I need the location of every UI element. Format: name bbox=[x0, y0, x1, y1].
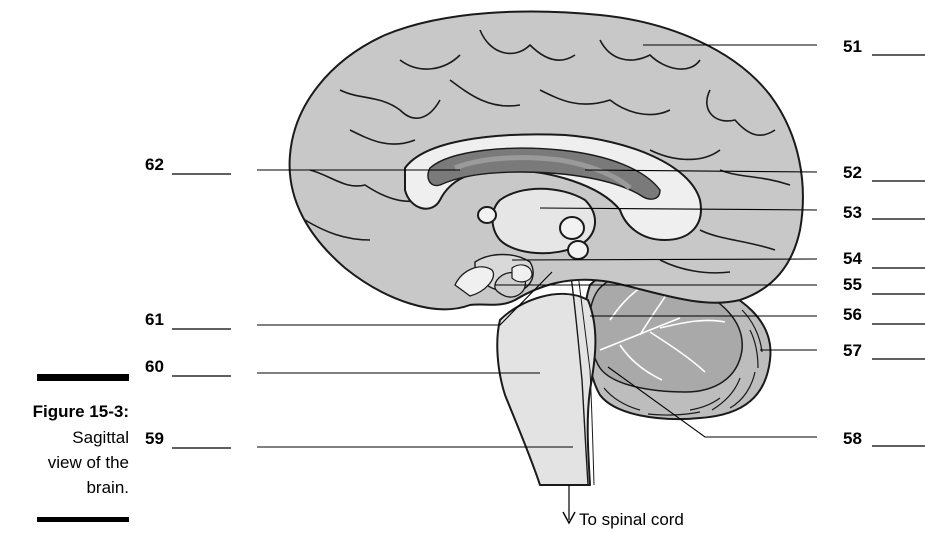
label-57-number: 57 bbox=[843, 341, 862, 360]
pineal-gland bbox=[560, 217, 584, 239]
superior-colliculus bbox=[568, 241, 588, 259]
label-55: 55 bbox=[843, 275, 925, 294]
label-58: 58 bbox=[843, 429, 925, 448]
mammillary-body bbox=[512, 265, 532, 282]
caption-line-3: brain. bbox=[86, 478, 129, 497]
label-54-number: 54 bbox=[843, 249, 862, 268]
label-59: 59 bbox=[145, 429, 231, 448]
label-51: 51 bbox=[843, 37, 925, 56]
label-60-number: 60 bbox=[145, 357, 164, 376]
label-53: 53 bbox=[843, 203, 925, 222]
label-54: 54 bbox=[843, 249, 925, 268]
caption-bottom-rule bbox=[37, 517, 129, 522]
caption-line-2: view of the bbox=[48, 453, 129, 472]
caption-line-1: Sagittal bbox=[72, 428, 129, 447]
label-53-number: 53 bbox=[843, 203, 862, 222]
label-55-number: 55 bbox=[843, 275, 862, 294]
figure-caption: Figure 15-3: Sagittal view of the brain. bbox=[33, 374, 129, 522]
anterior-commissure bbox=[478, 207, 496, 223]
label-52: 52 bbox=[843, 163, 925, 182]
brainstem bbox=[497, 294, 595, 485]
label-62: 62 bbox=[145, 155, 231, 174]
label-52-number: 52 bbox=[843, 163, 862, 182]
label-56: 56 bbox=[843, 305, 925, 324]
figure-number: Figure 15-3: bbox=[33, 402, 129, 421]
brain-illustration bbox=[290, 12, 803, 485]
label-51-number: 51 bbox=[843, 37, 862, 56]
caption-top-rule bbox=[37, 374, 129, 381]
spinal-cord-label: To spinal cord bbox=[579, 510, 684, 529]
label-60: 60 bbox=[145, 357, 231, 376]
label-56-number: 56 bbox=[843, 305, 862, 324]
label-58-number: 58 bbox=[843, 429, 862, 448]
label-59-number: 59 bbox=[145, 429, 164, 448]
spinal-cord-arrow: To spinal cord bbox=[563, 485, 684, 529]
label-61: 61 bbox=[145, 310, 231, 329]
label-62-number: 62 bbox=[145, 155, 164, 174]
label-57: 57 bbox=[843, 341, 925, 360]
label-61-number: 61 bbox=[145, 310, 164, 329]
